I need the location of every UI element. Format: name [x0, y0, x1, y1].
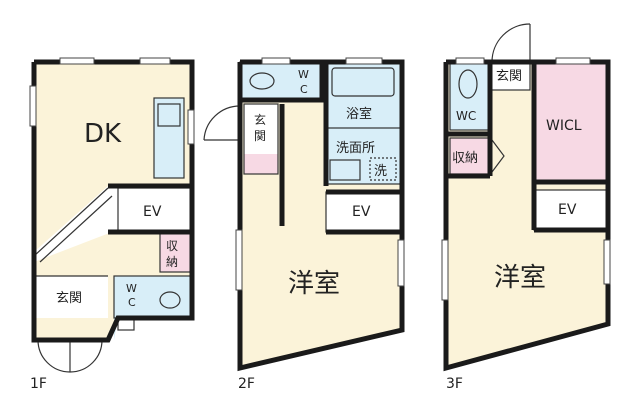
wc-3f: [450, 62, 490, 130]
room-label-wc-top: W: [126, 282, 137, 295]
room-label-ev: EV: [143, 204, 162, 220]
floor-label-3f: 3F: [446, 376, 463, 392]
storage-2f: [244, 154, 278, 174]
room-label-wicl: WICL: [546, 118, 582, 134]
washroom-2f: [326, 128, 402, 184]
bath-2f: [326, 62, 402, 128]
floor-1f: DK EV 収 納 玄関 W C 1F: [29, 57, 195, 392]
toilet-icon: [159, 291, 181, 309]
room-label-entrance-bottom: 関: [254, 129, 266, 143]
elevator-2f: [326, 192, 402, 232]
kitchen-counter: [154, 98, 184, 178]
wc-2f: [240, 62, 322, 100]
room-label-entrance: 玄関: [496, 69, 522, 84]
room-label-bath: 浴室: [346, 106, 372, 122]
room-label-wc-top: W: [298, 68, 309, 81]
entrance-3f: [490, 62, 530, 90]
room-label-washroom: 洗面所: [336, 141, 375, 156]
floor-label-2f: 2F: [238, 376, 255, 392]
room-label-storage-bottom: 納: [166, 255, 178, 269]
floor-2f: W C 玄 関 浴室 洗面所 洗 EV 洋室 2F: [203, 57, 405, 392]
room-label-ev: EV: [558, 202, 577, 218]
wicl-3f: [534, 62, 608, 182]
room-label-wc: WC: [456, 109, 476, 123]
floor-3f: 玄関 WC WICL 収納 EV 洋室 3F: [441, 23, 611, 392]
room-label-wc-bottom: C: [128, 296, 136, 309]
room-label-entrance-top: 玄: [254, 112, 266, 127]
room-label-wc-bottom: C: [300, 83, 308, 96]
room-label-storage-top: 収: [166, 239, 178, 253]
entrance-2f: [244, 104, 278, 154]
storage-3f: [450, 138, 490, 174]
room-label-western: 洋室: [288, 269, 340, 299]
room-label-dk: DK: [84, 119, 122, 149]
entrance-1f: [34, 276, 108, 318]
room-label-ev: EV: [352, 204, 371, 220]
room-label-entrance: 玄関: [56, 291, 82, 306]
room-label-western: 洋室: [494, 263, 546, 293]
storage-1f: [160, 232, 192, 272]
floor-label-1f: 1F: [30, 376, 47, 392]
elevator-3f: [534, 190, 608, 230]
room-label-washer: 洗: [374, 164, 387, 179]
elevator-1f: [118, 188, 192, 232]
toilet-icon: [249, 72, 275, 90]
toilet-icon: [458, 69, 478, 99]
room-label-storage: 収納: [452, 151, 478, 166]
